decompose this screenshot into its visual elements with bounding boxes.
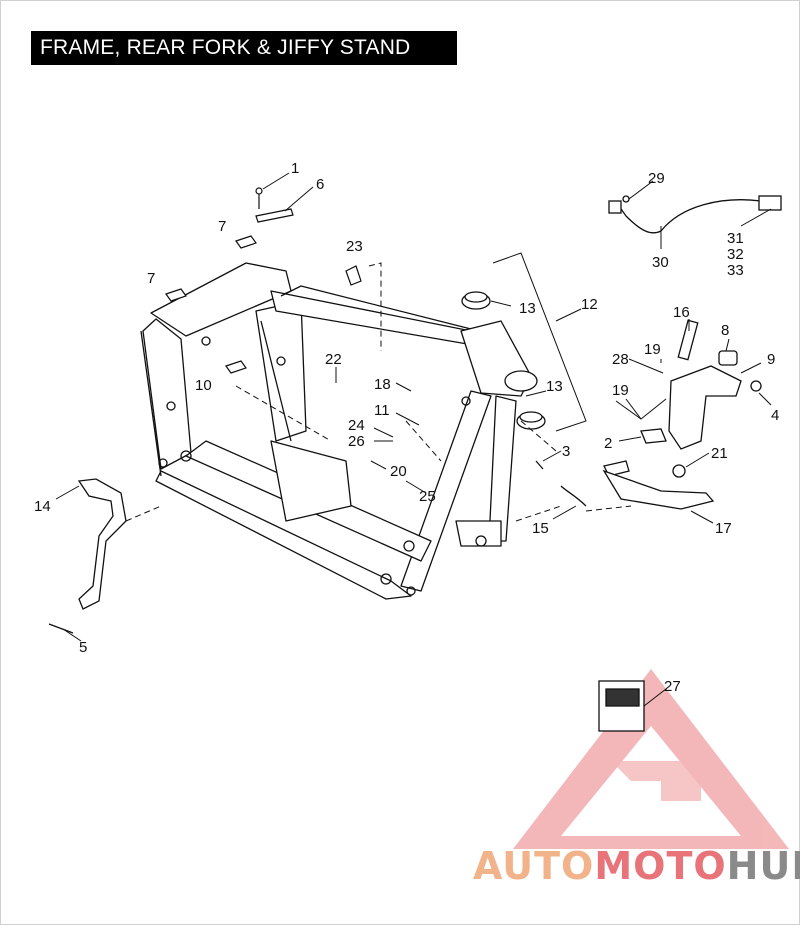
callout-27: 27 xyxy=(664,678,681,695)
callout-7-top: 7 xyxy=(218,218,226,235)
callout-8: 8 xyxy=(721,322,729,339)
leader-lines xyxy=(55,172,772,707)
callout-18: 18 xyxy=(374,376,391,393)
callout-6: 6 xyxy=(316,176,324,193)
small-parts-top xyxy=(165,187,362,374)
callout-21: 21 xyxy=(711,445,728,462)
frame-assembly xyxy=(140,262,538,600)
watermark-logo xyxy=(513,669,789,849)
callout-12: 12 xyxy=(581,296,598,313)
callout-5: 5 xyxy=(79,639,87,656)
callout-2: 2 xyxy=(604,435,612,452)
jiffy-stand-bracket xyxy=(535,319,762,510)
callout-9: 9 xyxy=(767,351,775,368)
callout-22: 22 xyxy=(325,351,342,368)
callout-11: 11 xyxy=(374,402,390,419)
decal-label xyxy=(598,680,645,732)
watermark-hub: HUB xyxy=(726,844,800,888)
sensor-harness xyxy=(608,195,782,234)
callout-25: 25 xyxy=(419,488,436,505)
callout-33: 33 xyxy=(727,262,744,279)
callout-19-top: 19 xyxy=(644,341,661,358)
callout-23: 23 xyxy=(346,238,363,255)
watermark-moto: MOTO xyxy=(594,844,727,888)
callout-4: 4 xyxy=(771,407,779,424)
callout-10: 10 xyxy=(195,377,212,394)
callout-13-top: 13 xyxy=(519,300,536,317)
callout-15: 15 xyxy=(532,520,549,537)
callout-30: 30 xyxy=(652,254,669,271)
callout-17: 17 xyxy=(715,520,732,537)
diagram-title: FRAME, REAR FORK & JIFFY STAND xyxy=(31,31,457,65)
callout-24: 24 xyxy=(348,417,365,434)
callout-labels: 1 6 7 7 23 29 30 31 32 33 13 12 16 8 19 … xyxy=(34,160,779,695)
callout-1: 1 xyxy=(291,160,299,177)
watermark-auto: AUTO xyxy=(473,844,595,888)
callout-29: 29 xyxy=(648,170,665,187)
left-side-bracket xyxy=(48,478,127,634)
callout-20: 20 xyxy=(390,463,407,480)
callout-3: 3 xyxy=(562,443,570,460)
callout-13-bottom: 13 xyxy=(546,378,563,395)
callout-31: 31 xyxy=(727,230,744,247)
watermark-text: AUTOMOTOHUB xyxy=(473,844,800,888)
callout-7-left: 7 xyxy=(147,270,155,287)
callout-26: 26 xyxy=(348,433,365,450)
callout-28: 28 xyxy=(612,351,629,368)
callout-16: 16 xyxy=(673,304,690,321)
callout-32: 32 xyxy=(727,246,744,263)
callout-19-bottom: 19 xyxy=(612,382,629,399)
callout-14: 14 xyxy=(34,498,51,515)
